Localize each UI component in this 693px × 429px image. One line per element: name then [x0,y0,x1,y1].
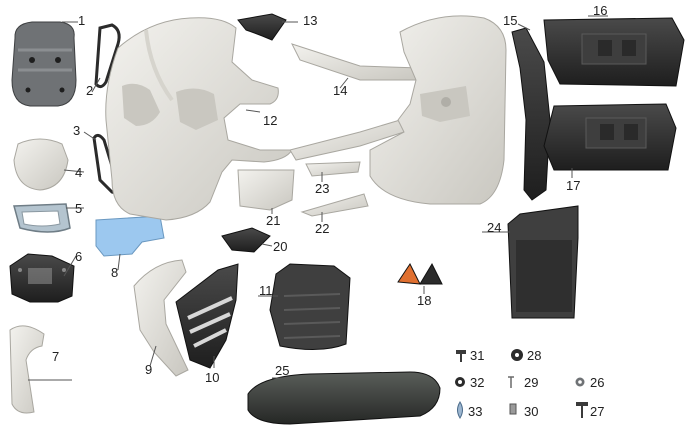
hardware-icons [455,349,588,419]
label-part-25: 25 [275,363,290,378]
label-part-8: 8 [111,265,119,280]
part-25-seat [247,371,441,425]
label-part-6: 6 [75,249,83,264]
label-part-10: 10 [205,370,220,385]
part-2-side-strip [91,23,121,93]
label-part-26: 26 [590,375,605,390]
bolt-27-icon [576,402,588,418]
part-13-trim [237,13,298,41]
part-18-reflectors [397,262,443,294]
label-part-18: 18 [417,293,432,308]
rear-fender-assembly [369,15,507,205]
label-part-12: 12 [263,113,278,128]
label-part-32: 32 [470,375,485,390]
part-4-lamp-cover [13,138,85,191]
part-16-rear-box [543,15,685,87]
part-17-rear-box [543,103,677,178]
label-part-17: 17 [566,178,581,193]
part-6-bracket [9,253,77,303]
label-part-31: 31 [470,348,485,363]
label-part-23: 23 [315,181,330,196]
label-part-16: 16 [593,3,608,18]
label-part-27: 27 [590,404,605,419]
label-part-2: 2 [86,83,94,98]
part-22-strip [300,193,369,222]
label-part-20: 20 [273,239,288,254]
label-part-22: 22 [315,221,330,236]
part-11-floor-tray [258,263,351,351]
label-part-21: 21 [266,213,281,228]
part-1-front-cover [11,21,78,107]
label-part-1: 1 [78,13,86,28]
label-part-33: 33 [468,404,483,419]
label-part-30: 30 [524,404,539,419]
front-fender-assembly [105,17,293,221]
part-8-blue-tray [95,215,165,271]
part-21-cover [237,169,295,214]
part-9-front-bumper [133,259,189,377]
bolt-31-icon [456,350,466,362]
label-part-5: 5 [75,201,83,216]
part-24-mat [482,205,579,319]
label-part-13: 13 [303,13,318,28]
part-20-trim [221,227,273,253]
label-part-3: 3 [73,123,81,138]
clip-30-icon [509,403,517,415]
screw-29-icon [508,376,514,388]
part-23-strip [305,161,361,182]
label-part-28: 28 [527,348,542,363]
part-10-grille [175,263,239,369]
part-5-lamp-ring [13,203,84,233]
part-7-side-trim [9,325,72,414]
label-part-14: 14 [333,83,348,98]
label-part-29: 29 [524,375,539,390]
clip-33-icon [457,401,463,419]
label-part-9: 9 [145,362,153,377]
label-part-4: 4 [75,165,83,180]
label-part-7: 7 [52,349,60,364]
label-part-15: 15 [503,13,518,28]
label-part-11: 11 [259,283,273,298]
part-15-frame-rail [511,23,551,201]
label-part-24: 24 [487,220,502,235]
